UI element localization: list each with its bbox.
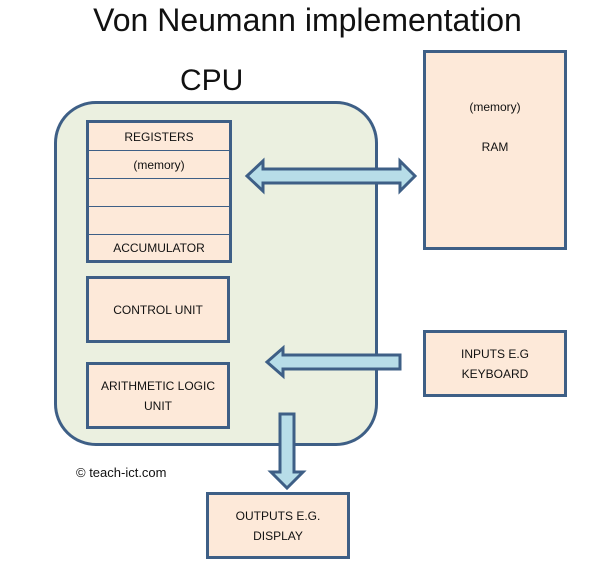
inputs-label-line1: INPUTS E.G [460,346,529,361]
register-row [89,179,229,207]
alu-label-line2: UNIT [143,398,172,413]
inputs-label-line2: KEYBOARD [461,366,529,381]
alu-box: ARITHMETIC LOGIC UNIT [86,362,230,429]
registers-box: REGISTERS (memory) ACCUMULATOR [86,120,232,263]
accumulator-row: ACCUMULATOR [113,240,205,255]
cpu-label: CPU [180,64,244,97]
diagram-title: Von Neumann implementation [93,2,522,38]
copyright-text: © teach-ict.com [76,465,167,480]
ram-memory-label: (memory) [469,100,521,114]
inputs-box: INPUTS E.G KEYBOARD [423,330,567,397]
register-row: REGISTERS [89,123,229,151]
ram-box: (memory) RAM [423,50,567,250]
register-row [89,207,229,235]
ram-label: RAM [481,140,509,154]
alu-label-line1: ARITHMETIC LOGIC [100,378,215,393]
control-unit-box: CONTROL UNIT [86,276,230,343]
outputs-box: OUTPUTS E.G. DISPLAY [206,492,350,559]
register-row: (memory) [89,151,229,179]
outputs-label-line2: DISPLAY [253,528,303,543]
outputs-label-line1: OUTPUTS E.G. [235,508,321,523]
